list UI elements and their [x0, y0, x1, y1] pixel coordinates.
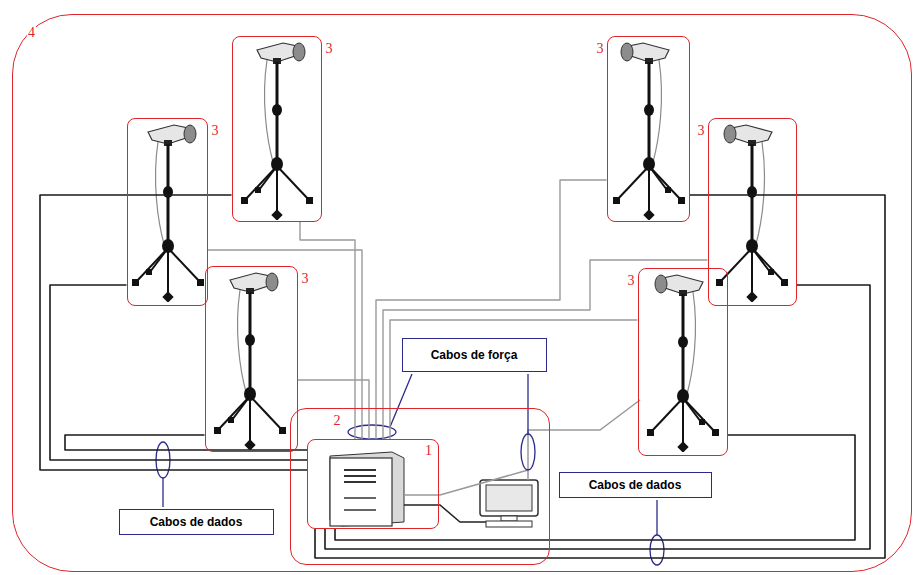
power-cable: [390, 320, 638, 439]
power-cable: [298, 380, 370, 439]
power-cable: [208, 250, 363, 439]
callout-number: 3: [211, 124, 220, 138]
callout-number: 3: [301, 272, 310, 286]
callout-box: Cabos de dados: [119, 509, 274, 535]
camera-tripod: [132, 43, 788, 453]
camera-cable: [40, 195, 355, 470]
camera-box: 3: [708, 118, 797, 306]
camera-box: 3: [127, 118, 208, 306]
data-cable: [315, 195, 885, 558]
data-cable: [325, 285, 870, 549]
data-cable: [65, 435, 307, 450]
callout-number: 4: [27, 26, 36, 40]
server-computer: [330, 452, 404, 526]
camera-box: 3: [232, 36, 322, 222]
data-cable: [335, 435, 855, 540]
system-boundary: 421333333Cabos de forçaCabos de dadosCab…: [12, 14, 912, 572]
callout-box: Cabos de força: [402, 338, 547, 372]
camera-box: 3: [638, 268, 728, 456]
control-area: 21: [290, 408, 550, 565]
callout-label: Cabos de dados: [589, 478, 682, 492]
callout-number: 3: [697, 124, 706, 138]
power-cable: [383, 260, 708, 439]
data-cable: [50, 285, 307, 460]
camera-cable: [315, 180, 885, 558]
camera-cable: [325, 260, 870, 549]
camera-cable: [50, 250, 362, 460]
callout-label: Cabos de dados: [150, 515, 243, 529]
callout-box: Cabos de dados: [559, 472, 712, 498]
camera-cable: [335, 320, 855, 540]
monitor-cable: [404, 400, 640, 522]
data-cable: [40, 195, 307, 470]
callout-number: 3: [627, 274, 636, 288]
server-box: 1: [307, 439, 439, 529]
camera-box: 3: [205, 266, 298, 452]
callout-number: 1: [424, 444, 433, 458]
camera-box: 3: [607, 36, 690, 222]
callout-label: Cabos de força: [431, 348, 518, 362]
callout-number: 3: [596, 42, 605, 56]
power-cable: [300, 222, 355, 440]
callout-number: 3: [325, 42, 334, 56]
monitor: [480, 480, 538, 527]
callout-number: 2: [333, 414, 342, 428]
